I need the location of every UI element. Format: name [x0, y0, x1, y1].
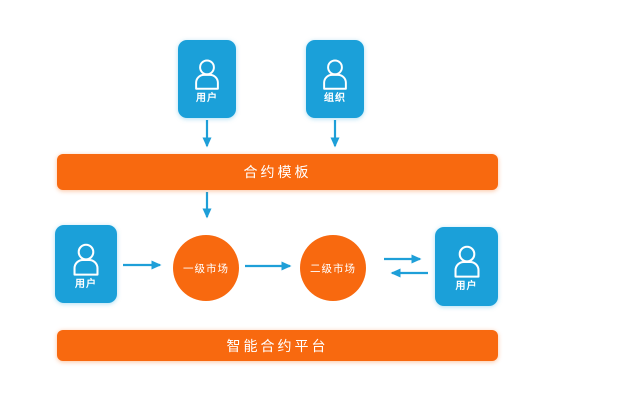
- bar-label: 智能合约平台: [226, 337, 329, 354]
- person-icon: [323, 59, 347, 90]
- bar-smart-contract-platform: 智能合约平台: [57, 330, 498, 361]
- node-label: 用户: [75, 278, 97, 290]
- node-user-top: 用户: [178, 40, 236, 118]
- bar-label: 合约模板: [243, 164, 312, 180]
- person-icon: [453, 245, 480, 278]
- person-icon: [195, 59, 219, 90]
- bar-contract-template: 合约模板: [57, 154, 498, 190]
- node-user-left: 用户: [55, 225, 117, 303]
- node-label: 一级市场: [183, 262, 229, 275]
- node-secondary-market: 二级市场: [300, 235, 366, 301]
- node-label: 组织: [324, 92, 346, 104]
- node-label: 二级市场: [310, 262, 356, 275]
- node-label: 用户: [196, 92, 218, 104]
- node-label: 用户: [455, 281, 478, 292]
- node-organization-top: 组织: [306, 40, 364, 118]
- person-icon: [73, 243, 99, 276]
- node-primary-market: 一级市场: [173, 235, 239, 301]
- node-user-right: 用户: [435, 227, 498, 306]
